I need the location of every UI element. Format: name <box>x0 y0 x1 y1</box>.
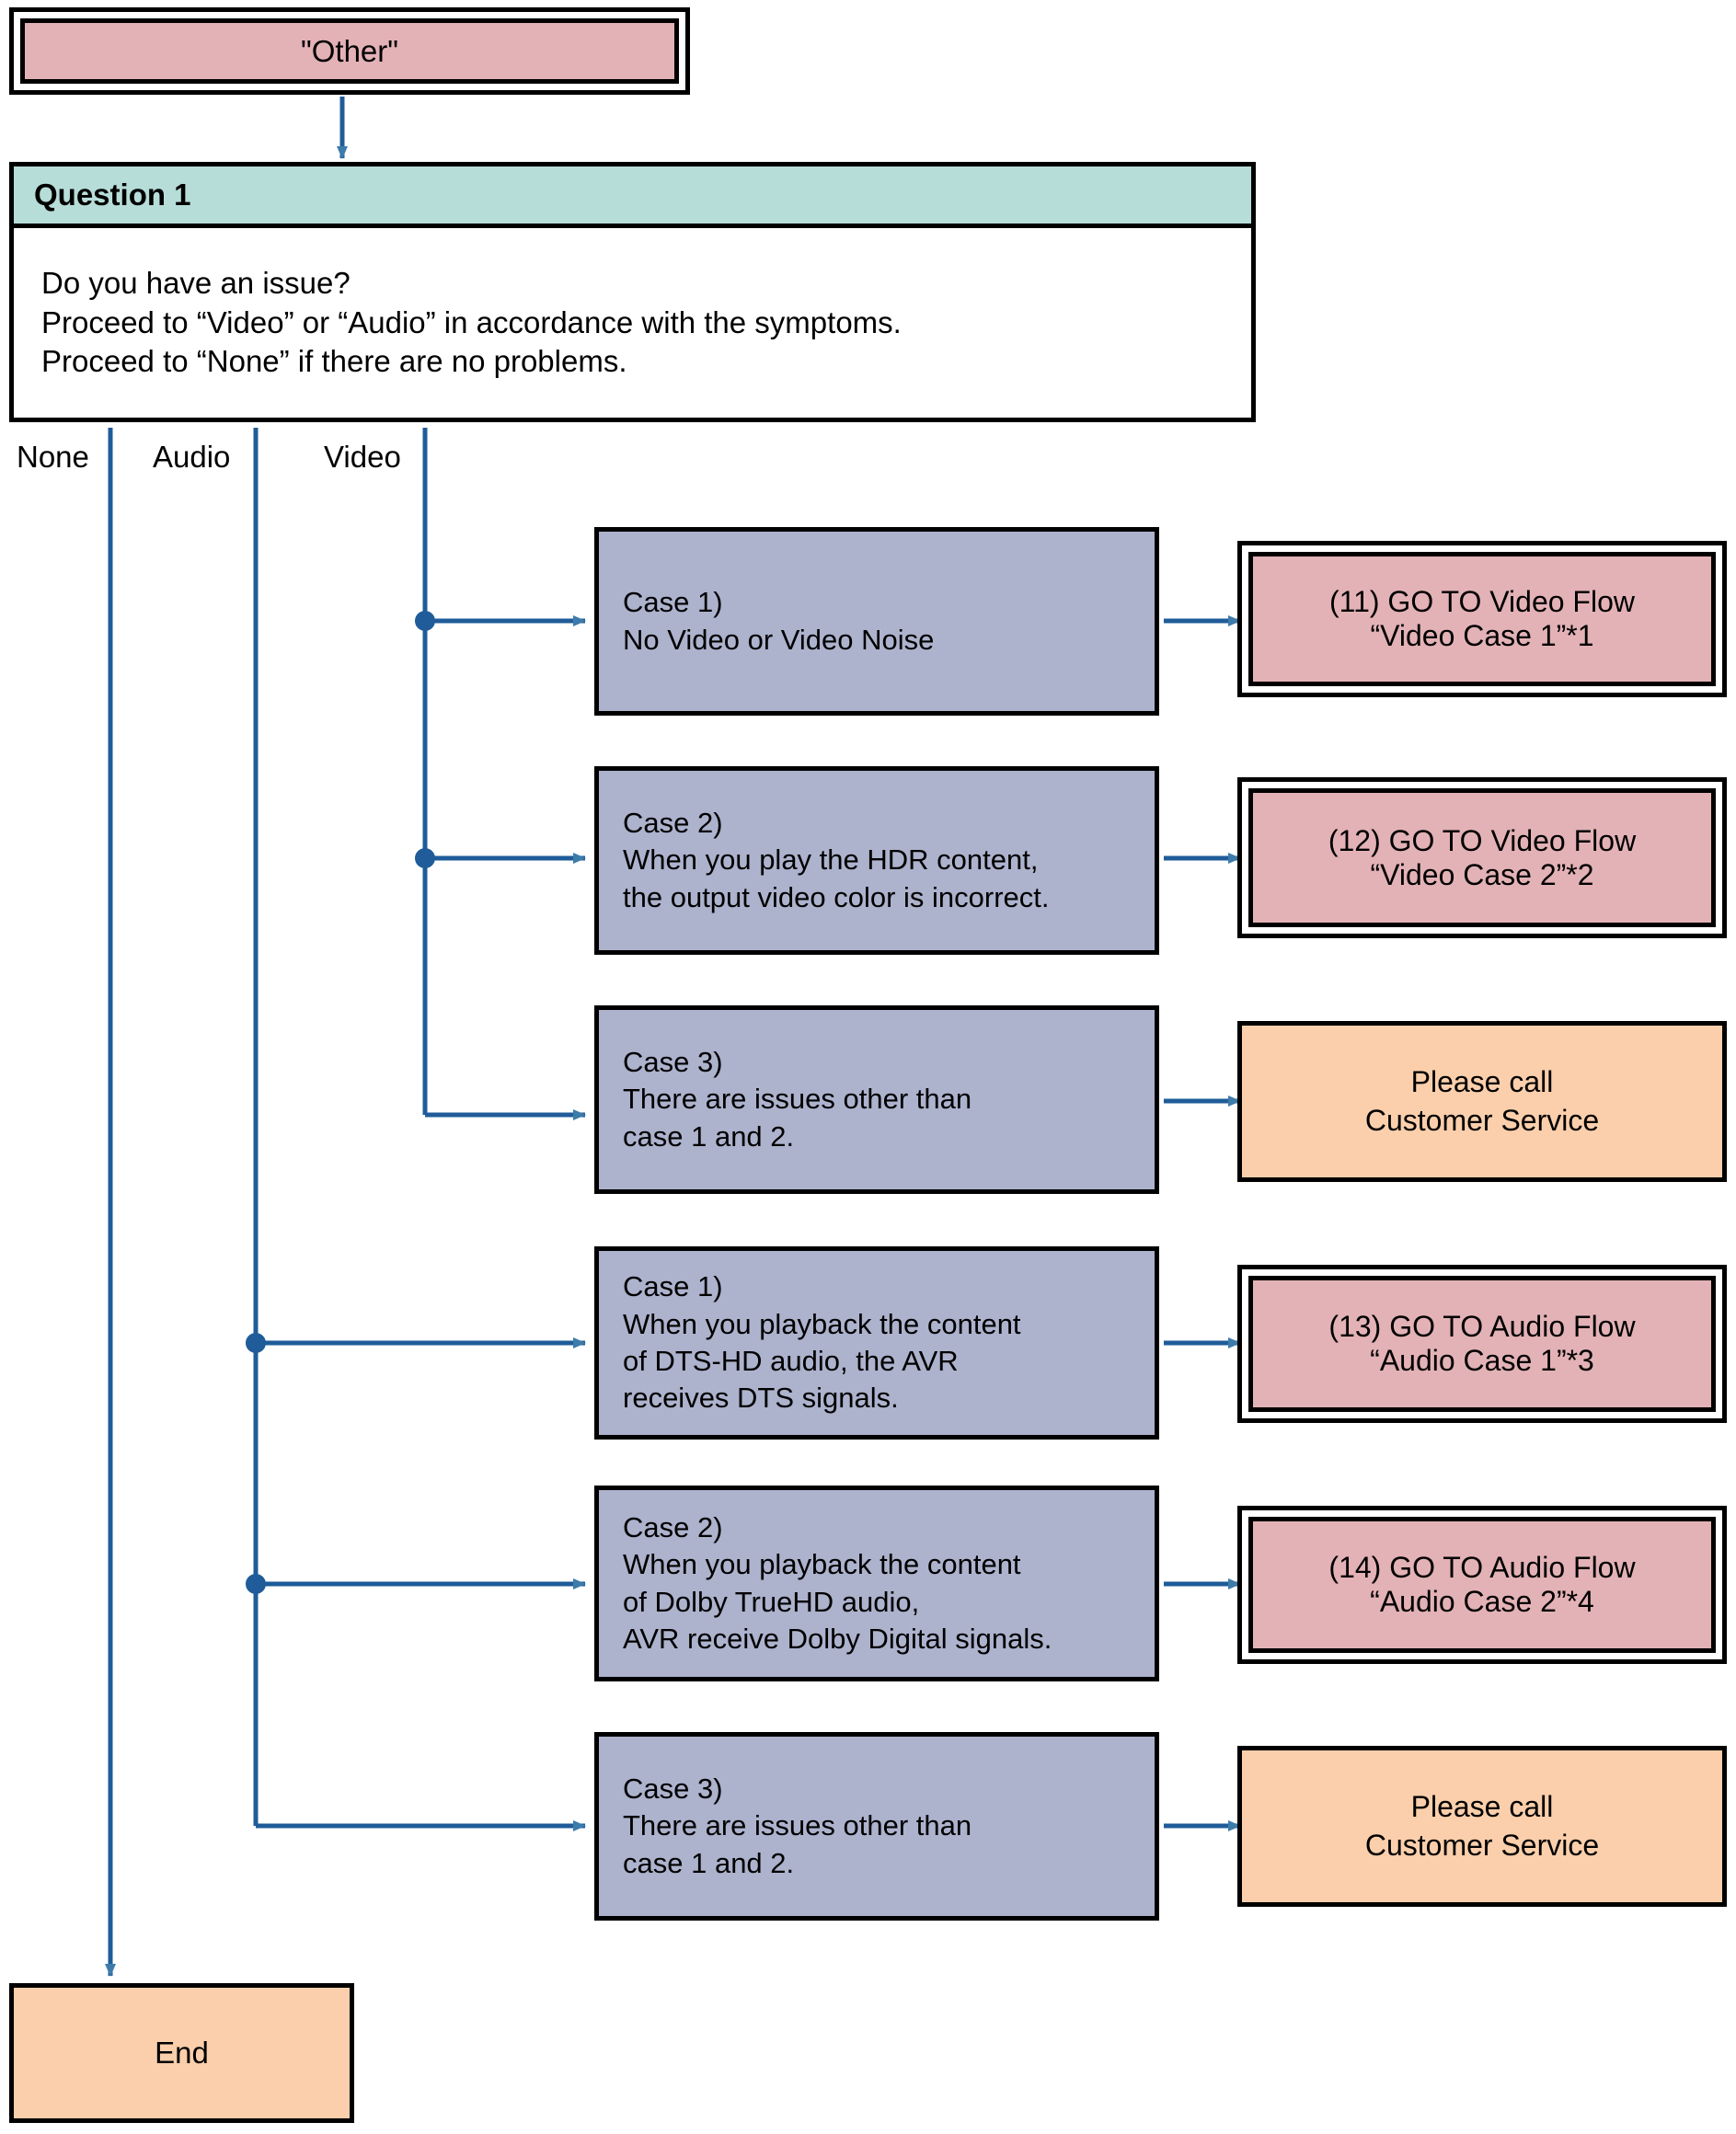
node-audio-result-13[interactable]: (13) GO TO Audio Flow “Audio Case 1”*3 <box>1237 1265 1727 1423</box>
junction-dots <box>246 611 435 1594</box>
node-audio-case-1[interactable]: Case 1) When you playback the content of… <box>594 1246 1159 1440</box>
branch-label-none: None <box>17 440 89 474</box>
video-case-2-line-2: When you play the HDR content, <box>623 843 1039 877</box>
audio-case-1-line-2: When you playback the content <box>623 1307 1021 1340</box>
audio-case-1-line-4: receives DTS signals. <box>623 1382 899 1415</box>
question-body: Do you have an issue? Proceed to “Video”… <box>14 228 1251 418</box>
node-video-case-1[interactable]: Case 1) No Video or Video Noise <box>594 527 1159 716</box>
video-result-call-line-1: Please call <box>1410 1064 1554 1098</box>
node-video-result-call[interactable]: Please call Customer Service <box>1237 1021 1727 1182</box>
audio-result-call-line-1: Please call <box>1410 1789 1554 1823</box>
video-case-1-line-1: Case 1) <box>623 586 723 619</box>
question-header-label: Question 1 <box>34 177 191 212</box>
branch-label-audio: Audio <box>153 440 231 474</box>
node-audio-case-2[interactable]: Case 2) When you playback the content of… <box>594 1486 1159 1681</box>
audio-result-13-line-2: “Audio Case 1”*3 <box>1370 1344 1594 1377</box>
audio-case-2-line-3: of Dolby TrueHD audio, <box>623 1585 920 1618</box>
question-body-line-1: Do you have an issue? <box>41 265 351 300</box>
node-video-result-12[interactable]: (12) GO TO Video Flow “Video Case 2”*2 <box>1237 777 1727 938</box>
audio-case-3-line-3: case 1 and 2. <box>623 1846 795 1879</box>
video-case-3-line-1: Case 3) <box>623 1046 723 1079</box>
audio-case-1-line-1: Case 1) <box>623 1270 723 1303</box>
question-body-line-3: Proceed to “None” if there are no proble… <box>41 344 627 379</box>
video-case-2-line-3: the output video color is incorrect. <box>623 880 1050 913</box>
node-end-label: End <box>155 2035 209 2070</box>
audio-case-2-line-4: AVR receive Dolby Digital signals. <box>623 1622 1052 1655</box>
audio-result-call-line-2: Customer Service <box>1364 1828 1600 1862</box>
audio-result-14-line-1: (14) GO TO Audio Flow <box>1328 1551 1636 1584</box>
audio-case-2-line-1: Case 2) <box>623 1510 723 1543</box>
node-end[interactable]: End <box>9 1983 354 2123</box>
video-result-call-line-2: Customer Service <box>1364 1103 1600 1137</box>
audio-case-3-line-1: Case 3) <box>623 1773 723 1806</box>
audio-case-2-line-2: When you playback the content <box>623 1548 1021 1581</box>
node-video-case-2[interactable]: Case 2) When you play the HDR content, t… <box>594 766 1159 955</box>
node-audio-case-3[interactable]: Case 3) There are issues other than case… <box>594 1732 1159 1921</box>
video-result-12-line-1: (12) GO TO Video Flow <box>1328 823 1637 857</box>
audio-result-13-line-1: (13) GO TO Audio Flow <box>1328 1310 1636 1343</box>
node-audio-result-call[interactable]: Please call Customer Service <box>1237 1746 1727 1907</box>
node-audio-result-14[interactable]: (14) GO TO Audio Flow “Audio Case 2”*4 <box>1237 1506 1727 1664</box>
video-case-3-line-3: case 1 and 2. <box>623 1119 795 1153</box>
video-result-11-line-1: (11) GO TO Video Flow <box>1329 585 1635 618</box>
node-other[interactable]: "Other" <box>9 7 690 95</box>
node-video-result-11[interactable]: (11) GO TO Video Flow “Video Case 1”*1 <box>1237 541 1727 697</box>
question-header: Question 1 <box>14 166 1251 228</box>
branch-label-video: Video <box>324 440 401 474</box>
video-case-1-line-2: No Video or Video Noise <box>623 623 935 656</box>
node-video-case-3[interactable]: Case 3) There are issues other than case… <box>594 1005 1159 1194</box>
video-case-2-line-1: Case 2) <box>623 807 723 840</box>
question-body-line-2: Proceed to “Video” or “Audio” in accorda… <box>41 304 902 339</box>
video-result-12-line-2: “Video Case 2”*2 <box>1370 857 1594 891</box>
node-question-1[interactable]: Question 1 Do you have an issue? Proceed… <box>9 162 1256 422</box>
video-result-11-line-2: “Video Case 1”*1 <box>1370 619 1594 652</box>
video-case-3-line-2: There are issues other than <box>623 1083 972 1116</box>
audio-case-1-line-3: of DTS-HD audio, the AVR <box>623 1345 959 1377</box>
audio-case-3-line-2: There are issues other than <box>623 1809 972 1842</box>
node-other-label: "Other" <box>301 33 398 68</box>
audio-result-14-line-2: “Audio Case 2”*4 <box>1370 1585 1594 1618</box>
